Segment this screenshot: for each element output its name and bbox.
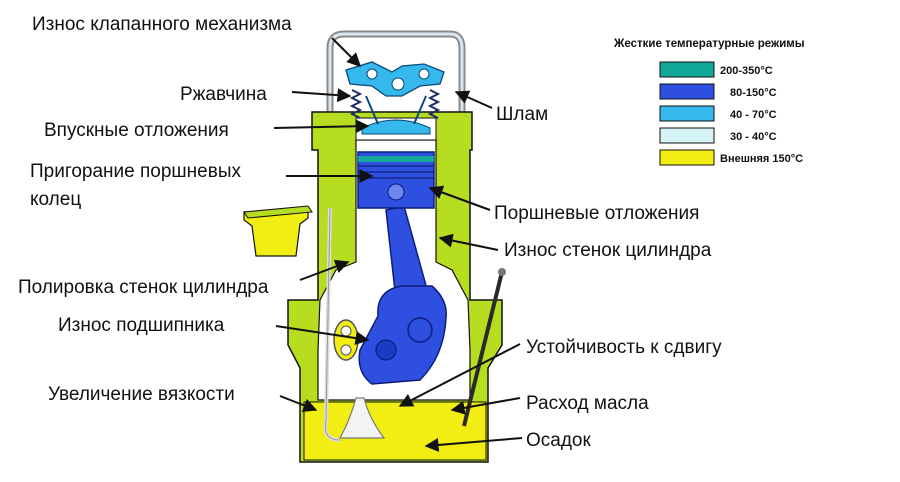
oil-sump bbox=[303, 401, 487, 461]
arrow-sludge bbox=[454, 90, 493, 109]
label-shear-stability: Устойчивость к сдвигу bbox=[526, 337, 722, 358]
piston bbox=[357, 151, 435, 209]
arrow-piston-deposits bbox=[428, 185, 491, 211]
legend-swatch bbox=[659, 61, 715, 78]
arrow-cylinder-polish bbox=[299, 259, 350, 281]
label-rust: Ржавчина bbox=[180, 84, 267, 105]
oil-pickup bbox=[338, 397, 386, 439]
arrow-cylinder-wear bbox=[438, 233, 499, 251]
dipstick bbox=[462, 271, 504, 427]
legend-swatch bbox=[659, 149, 715, 166]
label-bearing-wear: Износ подшипника bbox=[58, 315, 225, 336]
label-oil-consumption: Расход масла bbox=[526, 393, 649, 414]
legend-label: 80-150°C bbox=[730, 87, 777, 99]
legend-swatch bbox=[659, 127, 715, 144]
legend-item: 30 - 40°C bbox=[659, 127, 777, 144]
label-cylinder-polish: Полировка стенок цилиндра bbox=[18, 277, 269, 298]
arrow-rust bbox=[291, 88, 352, 103]
label-valve-wear: Износ клапанного механизма bbox=[32, 14, 292, 35]
arrow-intake-deposits bbox=[273, 119, 370, 134]
legend-title: Жесткие температурные режимы bbox=[613, 38, 805, 50]
arrow-oil-consumption bbox=[450, 397, 521, 415]
legend-swatch bbox=[659, 83, 715, 100]
valve-mechanism bbox=[345, 61, 445, 125]
legend-item: 40 - 70°C bbox=[659, 105, 777, 122]
legend-item: 80-150°C bbox=[659, 83, 777, 100]
arrow-viscosity bbox=[279, 395, 318, 412]
labels: Износ клапанного механизма Ржавчина Шлам… bbox=[18, 14, 722, 451]
bearing bbox=[333, 319, 359, 361]
label-viscosity-increase: Увеличение вязкости bbox=[48, 384, 235, 405]
label-cylinder-wear: Износ стенок цилиндра bbox=[504, 240, 712, 261]
label-intake-deposits: Впускные отложения bbox=[44, 120, 229, 141]
legend-item: 200-350°C bbox=[659, 61, 773, 78]
legend-label: 200-350°C bbox=[720, 65, 773, 77]
legend-label: 40 - 70°C bbox=[730, 109, 777, 121]
connecting-rod bbox=[358, 205, 447, 385]
label-ring-burn-2: колец bbox=[30, 189, 81, 210]
temperature-legend: Жесткие температурные режимы 200-350°C 8… bbox=[613, 38, 805, 166]
engine-illustration bbox=[243, 30, 506, 463]
arrow-valve-wear bbox=[331, 37, 361, 67]
pointer-arrows bbox=[273, 37, 523, 452]
crankshaft bbox=[358, 285, 447, 385]
arrow-shear-stability bbox=[398, 343, 521, 407]
arrow-bearing-wear bbox=[275, 325, 370, 346]
legend-item: Внешняя 150°C bbox=[659, 149, 803, 166]
legend-label: 30 - 40°C bbox=[730, 131, 777, 143]
label-sludge: Шлам bbox=[496, 104, 548, 125]
legend-label: Внешняя 150°C bbox=[720, 153, 803, 165]
legend-swatch bbox=[659, 105, 715, 122]
label-sediment: Осадок bbox=[526, 430, 591, 451]
label-piston-deposits: Поршневые отложения bbox=[494, 203, 699, 224]
arrow-sediment bbox=[424, 437, 523, 452]
label-ring-burn-1: Пригорание поршневых bbox=[30, 161, 241, 182]
